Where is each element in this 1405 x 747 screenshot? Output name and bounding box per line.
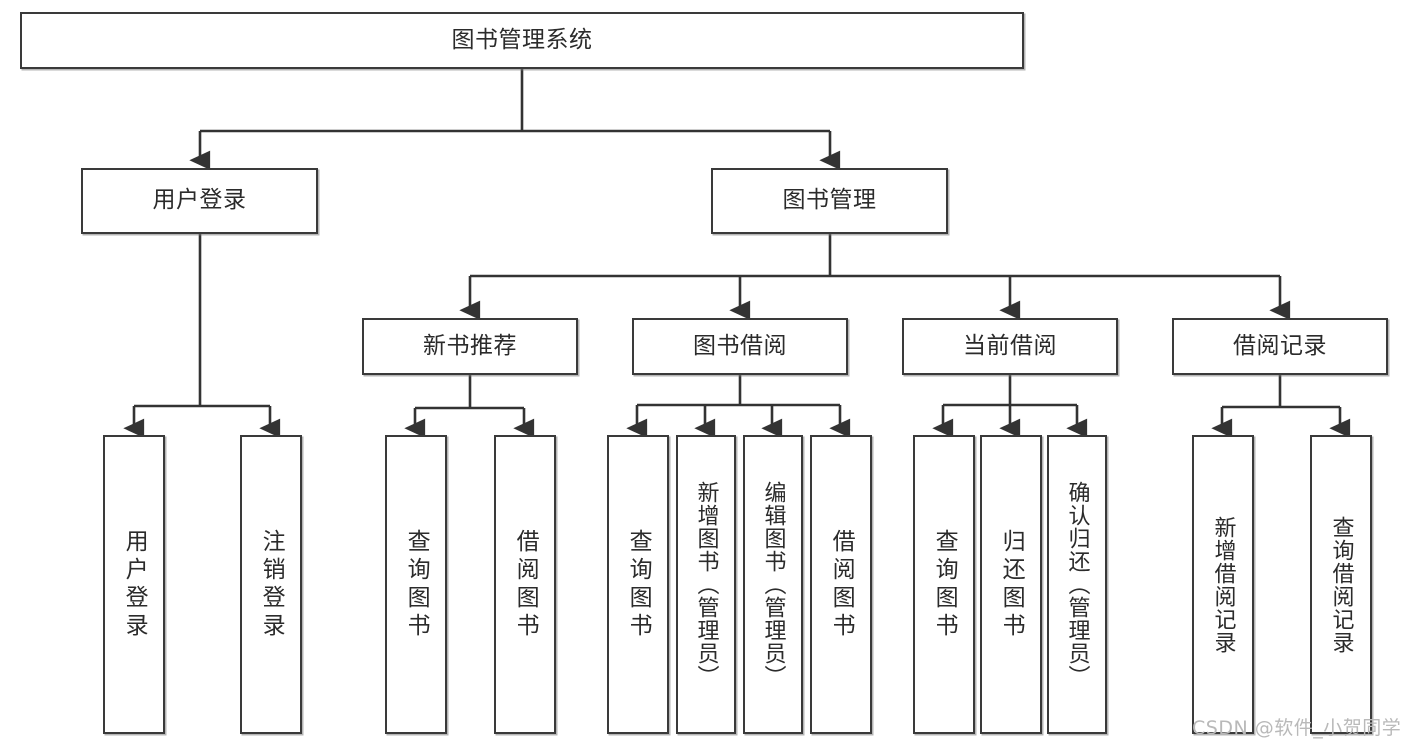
node-leaf-edit-book[interactable]: 编辑图书（管理员） [743, 435, 803, 734]
node-leaf-return-book[interactable]: 归还图书 [980, 435, 1042, 734]
node-leaf-add-book[interactable]: 新增图书（管理员） [676, 435, 736, 734]
node-label: 新增借阅记录 [1210, 515, 1236, 654]
node-label: 查询借阅记录 [1328, 515, 1354, 654]
connector-bookborrow-to-leaves [626, 375, 851, 438]
node-leaf-borrow-book-recommend[interactable]: 借阅图书 [494, 435, 556, 734]
node-leaf-user-login[interactable]: 用户登录 [103, 435, 165, 734]
node-label: 当前借阅 [963, 332, 1057, 359]
node-label: 图书管理系统 [451, 26, 593, 53]
node-leaf-query-borrow-record[interactable]: 查询借阅记录 [1310, 435, 1372, 734]
node-label: 编辑图书（管理员） [760, 481, 786, 688]
node-book-borrow[interactable]: 图书借阅 [632, 318, 848, 375]
node-current-borrow[interactable]: 当前借阅 [902, 318, 1118, 375]
connector-root-to-level2 [189, 69, 841, 170]
node-label: 借阅图书 [512, 528, 539, 641]
node-label: 查询图书 [931, 528, 958, 641]
node-label: 查询图书 [625, 528, 652, 641]
node-label: 用户登录 [152, 187, 247, 214]
node-leaf-add-borrow-record[interactable]: 新增借阅记录 [1192, 435, 1254, 734]
node-label: 图书管理 [782, 187, 877, 214]
node-label: 归还图书 [998, 528, 1025, 641]
node-label: 确认归还（管理员） [1064, 481, 1090, 688]
node-borrow-record[interactable]: 借阅记录 [1172, 318, 1388, 375]
node-label: 新增图书（管理员） [693, 481, 719, 688]
node-label: 借阅图书 [828, 528, 855, 641]
connector-borrowrecord-to-leaves [1211, 375, 1351, 438]
node-label: 注销登录 [258, 528, 285, 641]
node-label: 借阅记录 [1233, 332, 1327, 359]
node-label: 图书借阅 [693, 332, 787, 359]
node-label: 查询图书 [403, 528, 430, 641]
node-root-system[interactable]: 图书管理系统 [20, 12, 1024, 69]
node-leaf-borrow-book[interactable]: 借阅图书 [810, 435, 872, 734]
node-user-login[interactable]: 用户登录 [81, 168, 318, 234]
node-leaf-query-book-recommend[interactable]: 查询图书 [385, 435, 447, 734]
connector-bookmanage-to-level3 [459, 234, 1291, 320]
node-leaf-user-logout[interactable]: 注销登录 [240, 435, 302, 734]
node-leaf-confirm-return[interactable]: 确认归还（管理员） [1047, 435, 1107, 734]
node-new-book-recommend[interactable]: 新书推荐 [362, 318, 578, 375]
node-book-manage[interactable]: 图书管理 [711, 168, 948, 234]
node-label: 新书推荐 [423, 332, 517, 359]
node-leaf-query-book-current[interactable]: 查询图书 [913, 435, 975, 734]
node-label: 用户登录 [121, 528, 148, 641]
connector-newbookrec-to-leaves [404, 375, 535, 438]
connector-userlogin-to-leaves [123, 234, 281, 438]
node-leaf-query-book-borrow[interactable]: 查询图书 [607, 435, 669, 734]
connector-currentborrow-to-leaves [932, 375, 1088, 438]
watermark-text: CSDN @软件_小贺同学 [1192, 717, 1402, 739]
